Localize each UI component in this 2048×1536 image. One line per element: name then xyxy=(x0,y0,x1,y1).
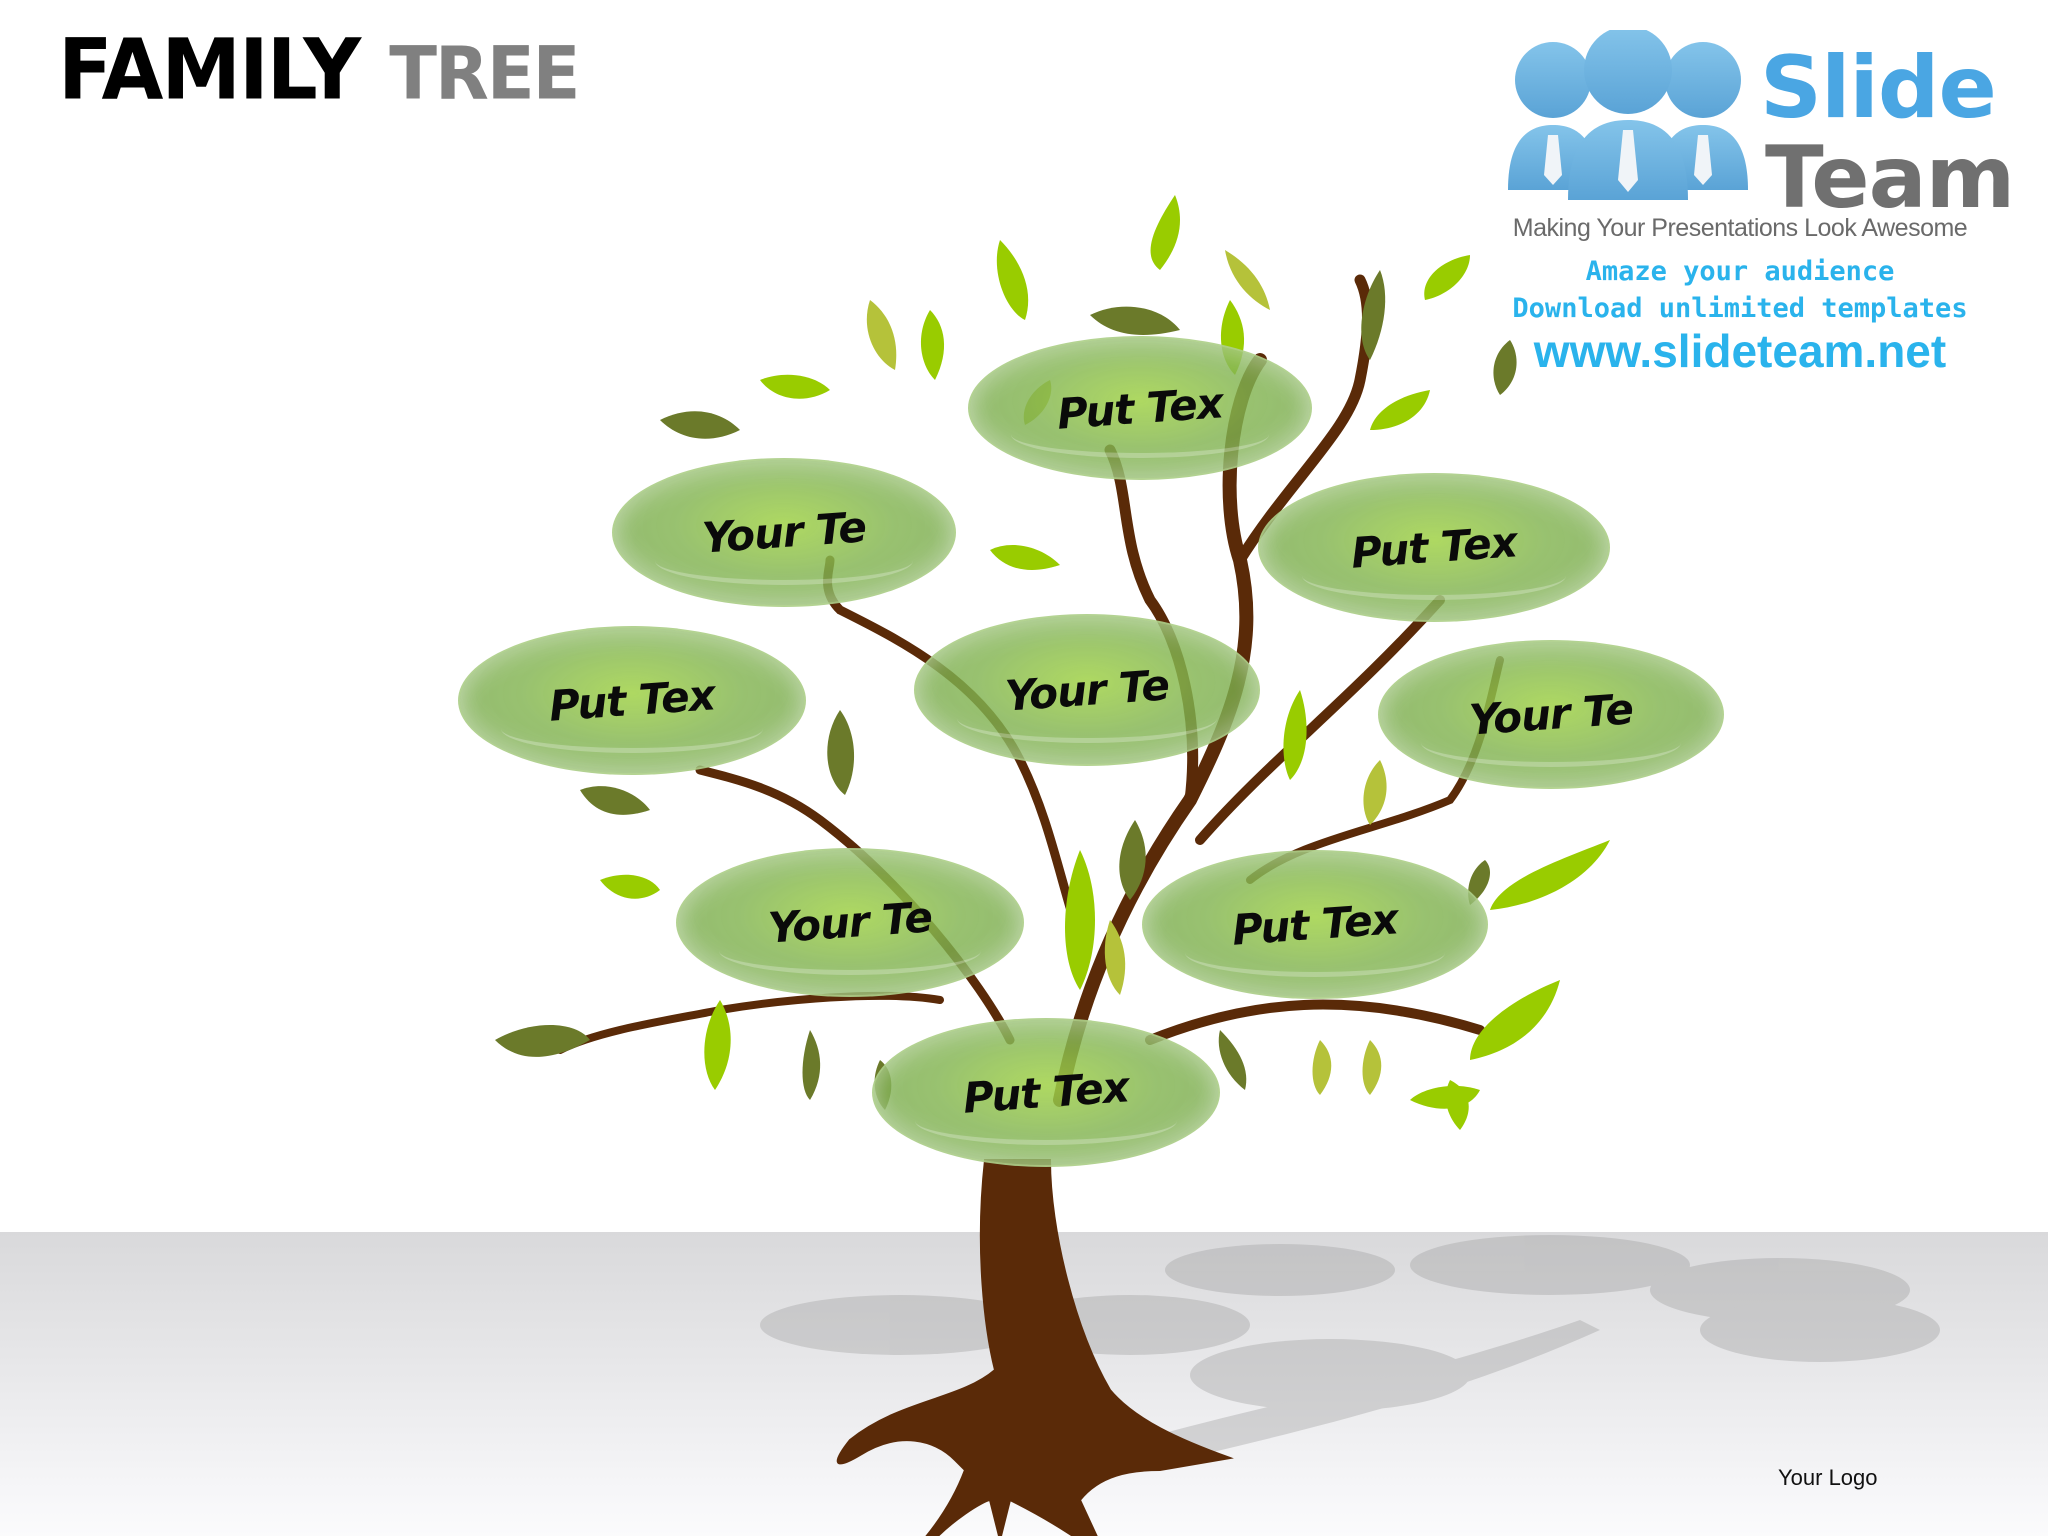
tree-node-upper-left[interactable]: Your Te xyxy=(612,458,956,607)
brand-name-slide: Slide xyxy=(1760,38,1997,138)
promo-line-2: Download unlimited templates xyxy=(1512,293,1968,324)
tree-node-label: Put Tex xyxy=(961,1062,1131,1123)
tree-node-lower-left[interactable]: Your Te xyxy=(676,848,1024,997)
tree-node-label: Put Tex xyxy=(547,670,717,731)
brand-tagline: Making Your Presentations Look Awesome xyxy=(1512,214,1968,242)
tree-node-label: Your Te xyxy=(1467,684,1635,745)
tree-node-label: Put Tex xyxy=(1230,894,1400,955)
three-people-icon xyxy=(1508,30,1748,200)
tree-node-middle-left[interactable]: Put Tex xyxy=(458,626,806,775)
trunk xyxy=(836,1159,1234,1536)
tree-node-lower-right[interactable]: Put Tex xyxy=(1142,850,1488,999)
tree-node-label: Your Te xyxy=(1003,659,1171,721)
tree-node-bottom[interactable]: Put Tex xyxy=(872,1018,1220,1167)
tree-node-middle-right[interactable]: Your Te xyxy=(1378,640,1724,789)
title-word-family: FAMILY xyxy=(58,20,361,119)
tree-node-label: Put Tex xyxy=(1055,377,1225,439)
title-word-tree: TREE xyxy=(389,30,580,117)
promo-line-1: Amaze your audience xyxy=(1585,256,1895,287)
logo-placeholder: Your Logo xyxy=(1778,1465,1878,1490)
brand-url-link[interactable]: www.slideteam.net xyxy=(1533,325,1947,377)
tree-shadow xyxy=(760,1235,1940,1500)
slideteam-watermark: Slide Team Making Your Presentations Loo… xyxy=(1470,18,2030,377)
tree-node-label: Your Te xyxy=(766,892,934,953)
brand-name-team: Team xyxy=(1765,128,2015,228)
tree-node-top[interactable]: Put Tex xyxy=(968,336,1312,480)
tree-node-middle-center[interactable]: Your Te xyxy=(914,614,1260,766)
tree-node-upper-right[interactable]: Put Tex xyxy=(1258,473,1610,622)
tree-node-label: Put Tex xyxy=(1349,517,1519,578)
tree-node-label: Your Te xyxy=(700,502,868,563)
leaves xyxy=(495,195,1610,1130)
